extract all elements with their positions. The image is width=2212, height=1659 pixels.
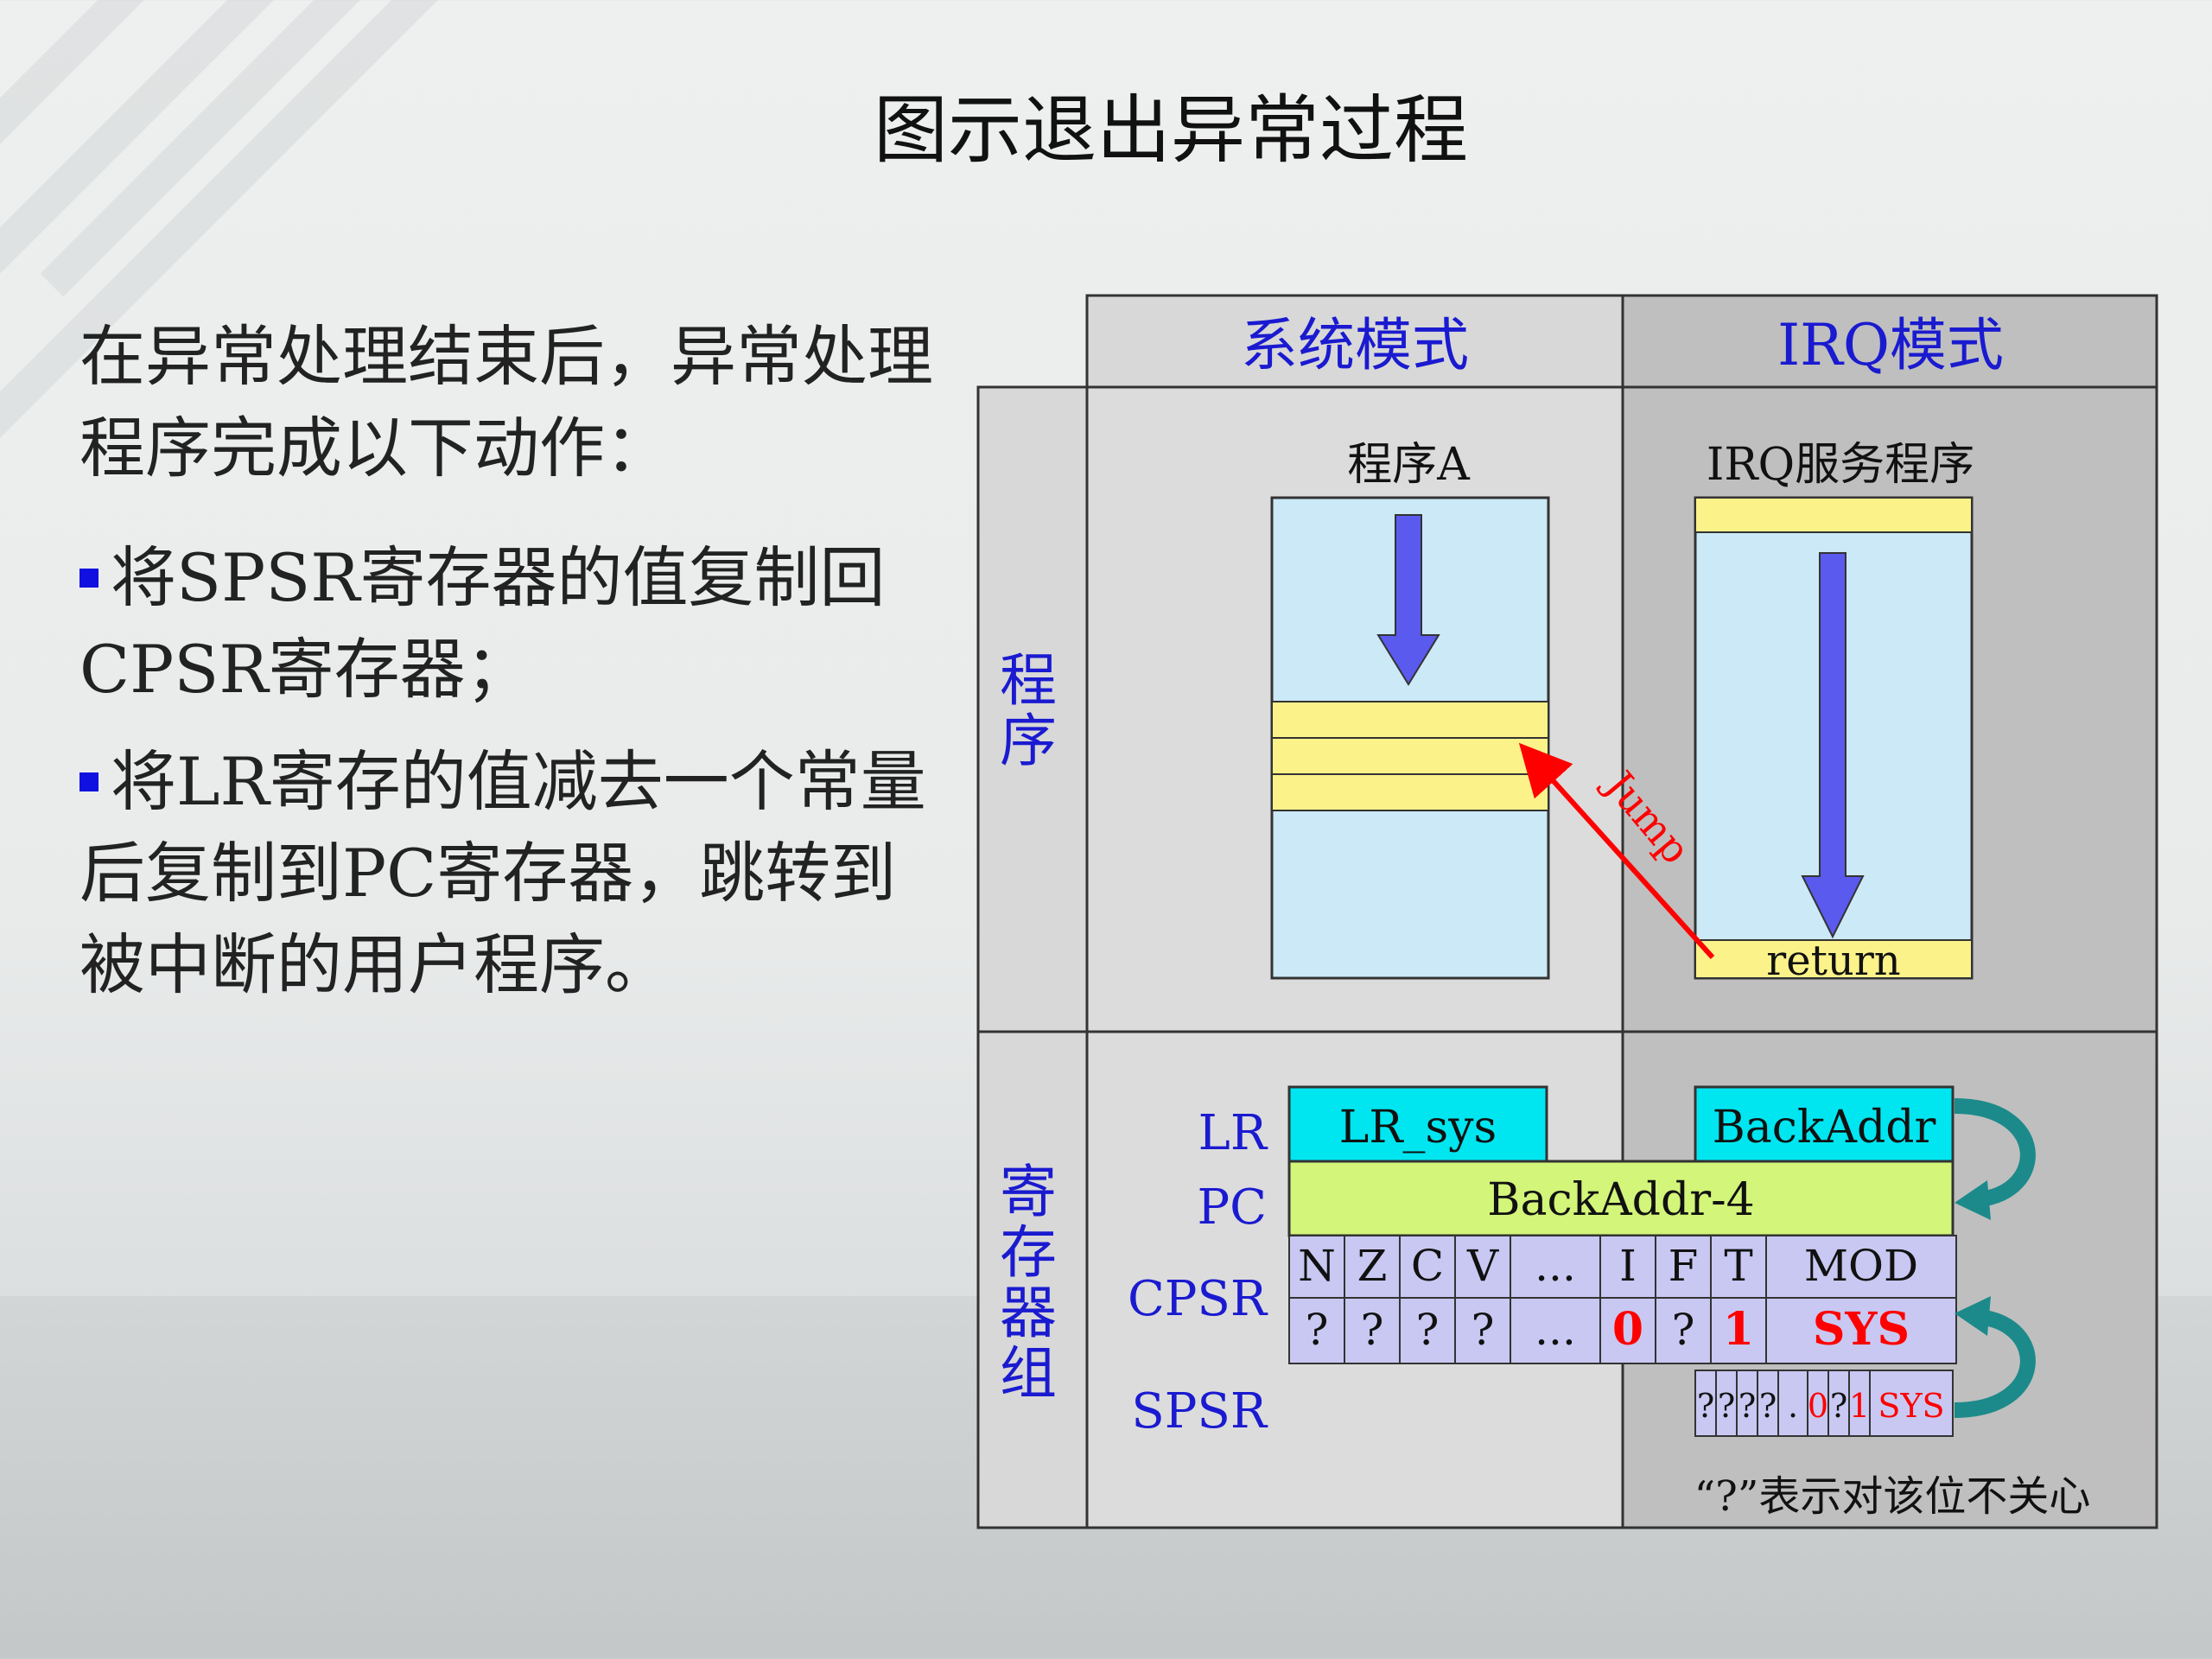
- irq-return-band: [1694, 939, 1973, 979]
- spsr-value: 0: [1808, 1387, 1828, 1425]
- lr-sys-box: [1287, 1085, 1548, 1163]
- header-cell-irq: [1621, 294, 2158, 389]
- cpsr-field-label: ...: [1535, 1241, 1576, 1291]
- program-a-band-2: [1271, 737, 1549, 775]
- bullet-text-2: 将LR寄存的值减去一个常量后复制到PC寄存器，跳转到被中断的用户程序。: [79, 743, 926, 1003]
- cpsr-field-label: Z: [1357, 1241, 1388, 1291]
- cpsr-field-label: C: [1411, 1241, 1444, 1291]
- cpsr-value-cell: [1599, 1297, 1656, 1364]
- cpsr-field-label: I: [1619, 1241, 1637, 1291]
- spsr-value-cell: [1736, 1370, 1758, 1437]
- row-header-program-char-1: 程: [1000, 647, 1057, 714]
- cpsr-value: 0: [1612, 1303, 1643, 1356]
- spsr-value: ?: [1718, 1387, 1735, 1425]
- cpsr-field-label: MOD: [1804, 1241, 1918, 1291]
- cpsr-value: 1: [1723, 1303, 1754, 1356]
- cpsr-field-cell: [1454, 1235, 1511, 1299]
- register-label-cpsr: CPSR: [1128, 1271, 1268, 1327]
- spsr-value: ?: [1759, 1387, 1777, 1425]
- cpsr-value-cell: [1454, 1297, 1511, 1364]
- back-addr-label: BackAddr: [1713, 1102, 1936, 1154]
- register-label-lr: LR: [1198, 1105, 1268, 1161]
- row-header-registers-char-4: 组: [1000, 1340, 1057, 1407]
- bullet-square-icon: [79, 772, 99, 791]
- irq-service-label: IRQ服务程序: [1707, 439, 1974, 491]
- cpsr-value-cell: [1765, 1297, 1957, 1364]
- cpsr-value: ?: [1361, 1305, 1384, 1355]
- cpsr-value: ?: [1306, 1305, 1329, 1355]
- spsr-value-cell: [1757, 1370, 1779, 1437]
- curved-arrow-spsr-head-icon: [1955, 1296, 1991, 1336]
- irq-service-top-band: [1694, 497, 1973, 533]
- register-label-spsr: SPSR: [1131, 1383, 1268, 1440]
- bullet-text-1: 将SPSR寄存器的值复制回CPSR寄存器；: [79, 539, 886, 708]
- spsr-value: 1: [1849, 1387, 1870, 1425]
- spsr-value: SYS: [1878, 1387, 1944, 1425]
- spsr-value: .: [1788, 1387, 1798, 1425]
- row-header-registers-char-1: 寄: [1000, 1159, 1057, 1225]
- cpsr-field-cell: [1344, 1235, 1401, 1299]
- spsr-value-cell: [1777, 1370, 1808, 1437]
- program-a-down-arrow-icon: [1376, 514, 1440, 686]
- spsr-value-cell: [1827, 1370, 1850, 1437]
- cpsr-field-cell: [1710, 1235, 1767, 1299]
- cpsr-value-cell: [1344, 1297, 1401, 1364]
- intro-text: 在异常处理结束后，异常处理程序完成以下动作：: [79, 318, 933, 486]
- cpsr-value-cell: [1710, 1297, 1767, 1364]
- row-header-registers-char-2: 存: [1000, 1219, 1057, 1286]
- cpsr-value: ?: [1672, 1305, 1695, 1355]
- cpsr-value: SYS: [1813, 1303, 1910, 1356]
- register-label-pc: PC: [1197, 1179, 1267, 1236]
- spsr-value-cell: [1869, 1370, 1954, 1437]
- spsr-value: ?: [1830, 1387, 1847, 1425]
- cpsr-field-cell: [1655, 1235, 1712, 1299]
- cpsr-field-label: V: [1466, 1241, 1499, 1291]
- col-header-irq: IRQ模式: [1777, 312, 2004, 378]
- bullet-item-2: 将LR寄存的值减去一个常量后复制到PC寄存器，跳转到被中断的用户程序。: [79, 736, 944, 1011]
- row-header-registers-char-3: 器: [1000, 1280, 1057, 1346]
- curved-arrow-spsr-to-cpsr-icon: [1954, 1309, 2036, 1418]
- cpsr-field-cell: [1765, 1235, 1957, 1299]
- cpsr-table: N? Z? C? V?...... I 0F? T 1 MOD SYS: [1288, 1235, 1957, 1364]
- cpsr-value: ?: [1471, 1305, 1495, 1355]
- row-header-registers: [976, 1030, 1089, 1529]
- program-a-band-3: [1271, 773, 1549, 811]
- pc-value: BackAddr-4: [1487, 1174, 1755, 1226]
- return-label: return: [1766, 937, 1900, 985]
- cpsr-value-cell: [1510, 1297, 1601, 1364]
- spsr-value: ?: [1697, 1387, 1714, 1425]
- curved-arrow-lr-to-pc-icon: [1954, 1098, 2036, 1207]
- cpsr-field-label: N: [1298, 1241, 1336, 1291]
- irq-down-arrow-icon: [1801, 552, 1865, 939]
- dont-care-note: “?”表示对该位不关心: [1694, 1472, 2091, 1521]
- program-a-band-1: [1271, 701, 1549, 739]
- col-header-system: 系统模式: [1241, 312, 1469, 378]
- row-header-program-char-2: 序: [1000, 708, 1057, 774]
- jump-arrow: [1518, 742, 1715, 960]
- spsr-value: ?: [1738, 1387, 1756, 1425]
- program-a-label: 程序A: [1347, 439, 1471, 491]
- bullet-item-1: 将SPSR寄存器的值复制回CPSR寄存器；: [79, 532, 944, 715]
- cpsr-field-label: T: [1724, 1241, 1752, 1291]
- cpsr-field-cell: [1288, 1235, 1345, 1299]
- page-title: 图示退出异常过程: [874, 87, 1468, 174]
- cpsr-value: ...: [1535, 1305, 1576, 1355]
- back-addr-box: [1694, 1085, 1955, 1163]
- bullet-square-icon: [79, 569, 99, 588]
- cpsr-field-label: F: [1669, 1241, 1699, 1291]
- cpsr-value: ?: [1416, 1305, 1440, 1355]
- lr-sys-label: LR_sys: [1339, 1102, 1497, 1154]
- pc-box: [1287, 1160, 1955, 1237]
- curved-arrow-lr-head-icon: [1955, 1180, 1991, 1220]
